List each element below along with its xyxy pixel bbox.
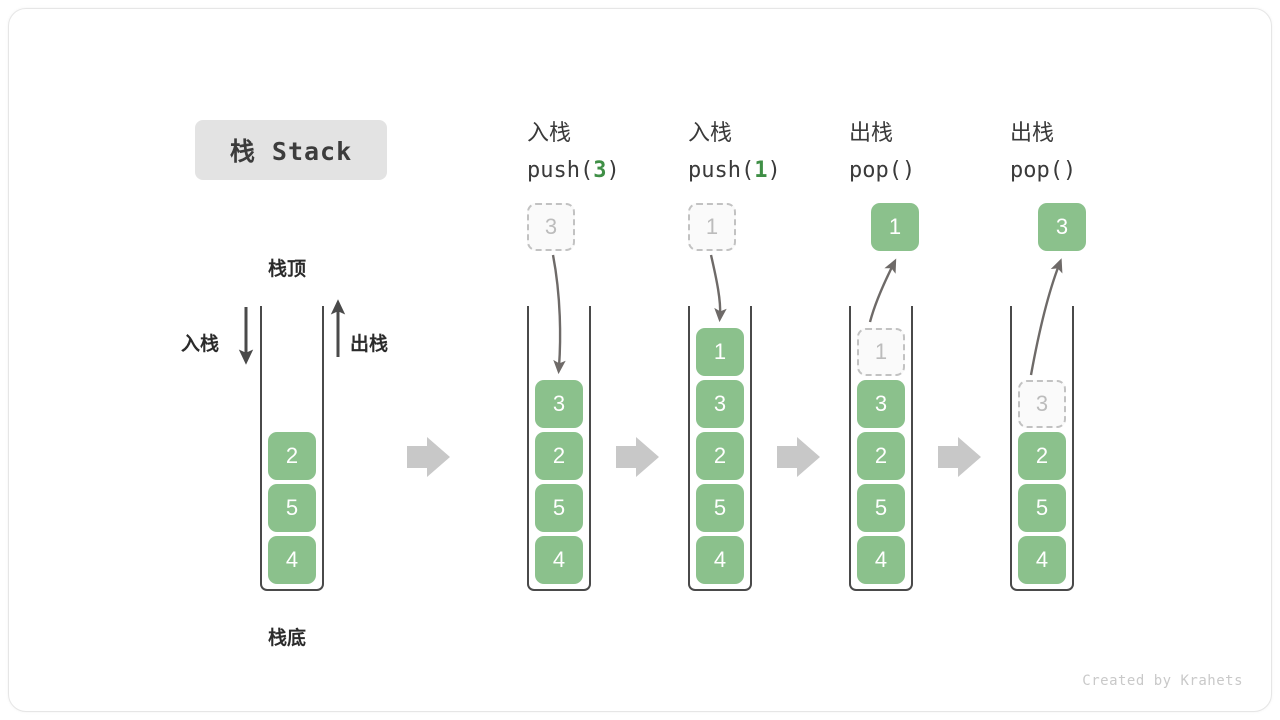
code-suffix: ): [606, 158, 620, 183]
popped-cell: 1: [871, 203, 919, 251]
stack-container-initial: [260, 306, 324, 591]
code-suffix: ): [1062, 158, 1077, 183]
stack-cell: 5: [857, 484, 905, 532]
code-prefix: push(: [688, 158, 755, 183]
column-header-pop-1: 出栈 pop(): [849, 114, 1019, 190]
flow-arrow-1: [407, 437, 450, 477]
stack-cell: 2: [696, 432, 744, 480]
popped-cell: 3: [1038, 203, 1086, 251]
flow-arrow-2: [616, 437, 659, 477]
stack-cell: 5: [268, 484, 316, 532]
stack-ghost-cell: 1: [857, 328, 905, 376]
column-header-code: pop(): [849, 152, 1019, 190]
stack-cell: 4: [696, 536, 744, 584]
stack-container-push-1: [688, 306, 752, 591]
stack-ghost-cell: 3: [1018, 380, 1066, 428]
column-header-cn: 出栈: [1010, 120, 1055, 145]
code-arg: 3: [593, 158, 607, 183]
stack-container-pop-1: [849, 306, 913, 591]
stack-cell: 3: [535, 380, 583, 428]
column-header-pop-3: 出栈 pop(): [1010, 114, 1180, 190]
stack-bottom-label: 栈底: [268, 628, 307, 649]
stack-cell: 3: [696, 380, 744, 428]
stack-cell: 3: [857, 380, 905, 428]
column-header-push-3: 入栈 push(3): [527, 114, 697, 190]
stack-cell: 2: [535, 432, 583, 480]
stack-cell: 5: [535, 484, 583, 532]
stack-cell: 4: [857, 536, 905, 584]
stack-cell: 2: [268, 432, 316, 480]
stack-container-push-3: [527, 306, 591, 591]
stack-cell: 2: [1018, 432, 1066, 480]
code-prefix: pop(: [1010, 158, 1063, 183]
column-header-code: push(3): [527, 152, 697, 190]
stack-cell: 2: [857, 432, 905, 480]
code-suffix: ): [901, 158, 916, 183]
stack-cell: 4: [535, 536, 583, 584]
code-prefix: push(: [527, 158, 594, 183]
column-header-code: push(1): [688, 152, 858, 190]
column-header-cn: 出栈: [849, 120, 894, 145]
footer-credit: Created by Krahets: [1082, 673, 1243, 689]
stack-container-pop-3: [1010, 306, 1074, 591]
floating-ghost-cell: 1: [688, 203, 736, 251]
diagram-card: 栈 Stack 栈顶 栈底 入栈 出栈 2 5 4 入栈 push(3) 3 3…: [8, 8, 1272, 712]
stack-cell: 4: [268, 536, 316, 584]
stack-top-label: 栈顶: [268, 259, 307, 280]
stack-cell: 1: [696, 328, 744, 376]
column-header-code: pop(): [1010, 152, 1180, 190]
floating-ghost-cell: 3: [527, 203, 575, 251]
flow-arrow-3: [777, 437, 820, 477]
push-direction-label: 入栈: [181, 334, 220, 355]
stack-cell: 5: [696, 484, 744, 532]
column-header-push-1: 入栈 push(1): [688, 114, 858, 190]
code-prefix: pop(: [849, 158, 902, 183]
code-suffix: ): [767, 158, 781, 183]
stack-cell: 5: [1018, 484, 1066, 532]
flow-arrow-4: [938, 437, 981, 477]
code-arg: 1: [754, 158, 768, 183]
title-badge: 栈 Stack: [195, 120, 387, 180]
pop-direction-label: 出栈: [350, 334, 389, 355]
column-header-cn: 入栈: [688, 120, 733, 145]
stack-cell: 4: [1018, 536, 1066, 584]
column-header-cn: 入栈: [527, 120, 572, 145]
